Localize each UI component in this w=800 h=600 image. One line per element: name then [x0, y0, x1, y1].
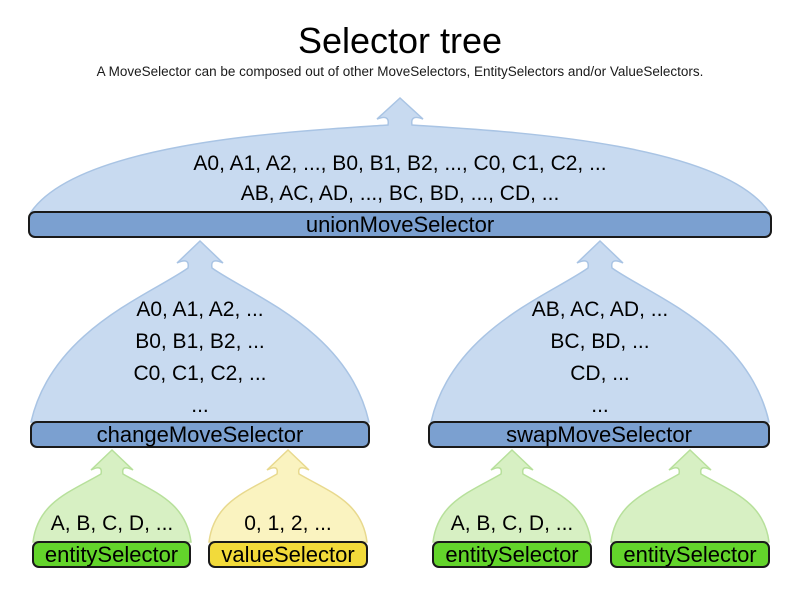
entity1-cloud-line: A, B, C, D, ... — [50, 512, 174, 535]
entity-selector-bar-2: entitySelector — [432, 541, 592, 568]
union-cloud-line: A0, A1, A2, ..., B0, B1, B2, ..., C0, C1… — [193, 152, 607, 175]
page-title: Selector tree — [297, 20, 503, 61]
page-subtitle: A MoveSelector can be composed out of ot… — [96, 64, 704, 79]
union-move-selector-bar: unionMoveSelector — [28, 211, 772, 238]
union-cloud-line: AB, AC, AD, ..., BC, BD, ..., CD, ... — [240, 182, 560, 205]
entity3-cloud-shape — [610, 448, 770, 543]
swap-move-selector-bar: swapMoveSelector — [428, 421, 770, 448]
change-cloud-line: C0, C1, C2, ... — [133, 362, 267, 385]
entity-selector-bar-3: entitySelector — [610, 541, 770, 568]
change-cloud-line: B0, B1, B2, ... — [135, 330, 265, 353]
entity-selector-bar-1: entitySelector — [32, 541, 191, 568]
swap-cloud-line: ... — [591, 394, 609, 417]
value1-cloud-line: 0, 1, 2, ... — [244, 512, 332, 535]
entity1-cloud-text: A, B, C, D, ... — [32, 508, 192, 540]
swap-cloud-line: AB, AC, AD, ... — [531, 298, 669, 321]
union-cloud-text: A0, A1, A2, ..., B0, B1, B2, ..., C0, C1… — [0, 149, 800, 209]
swap-cloud-text: AB, AC, AD, ... BC, BD, ... CD, ... ... — [430, 294, 770, 422]
change-cloud-line: ... — [191, 394, 209, 417]
swap-cloud-line: BC, BD, ... — [550, 330, 650, 353]
swap-cloud-line: CD, ... — [570, 362, 630, 385]
entity2-cloud-text: A, B, C, D, ... — [432, 508, 592, 540]
change-move-selector-bar: changeMoveSelector — [30, 421, 370, 448]
value1-cloud-text: 0, 1, 2, ... — [208, 508, 368, 540]
entity2-cloud-line: A, B, C, D, ... — [450, 512, 574, 535]
value-selector-bar: valueSelector — [208, 541, 368, 568]
change-cloud-text: A0, A1, A2, ... B0, B1, B2, ... C0, C1, … — [30, 294, 370, 422]
change-cloud-line: A0, A1, A2, ... — [136, 298, 264, 321]
